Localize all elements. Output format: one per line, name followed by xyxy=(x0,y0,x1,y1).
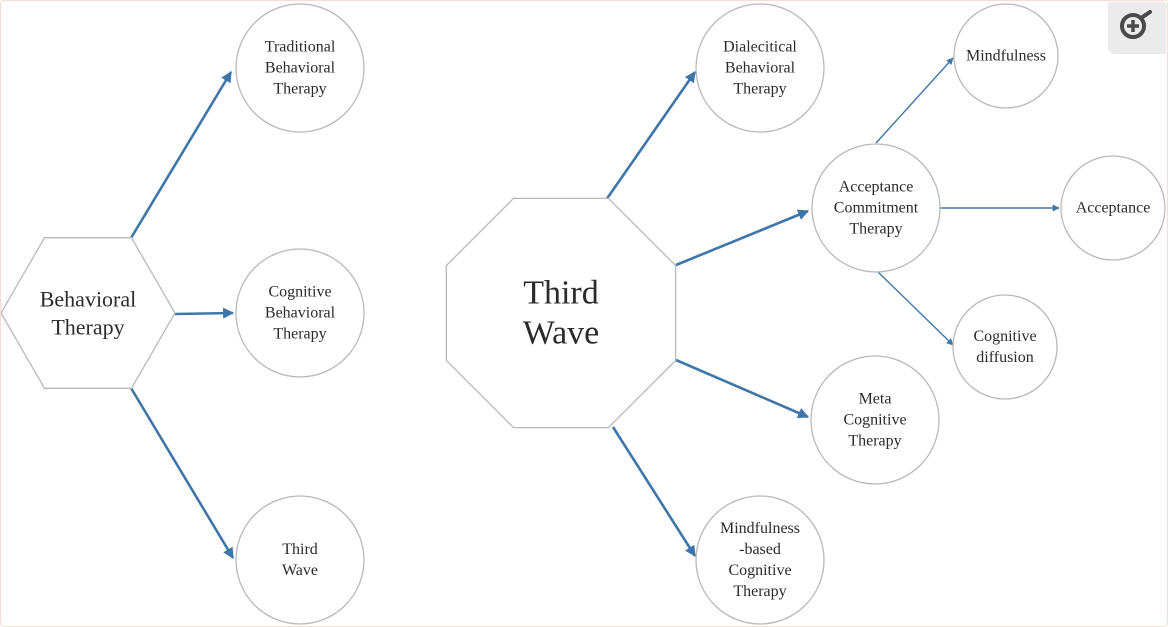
node-label: Cognitive xyxy=(843,412,906,429)
node-label: Therapy xyxy=(273,326,326,343)
node-shape xyxy=(235,248,365,378)
node-shape xyxy=(235,3,365,133)
node-shape xyxy=(445,197,677,429)
node-label: Therapy xyxy=(848,433,901,450)
edge-behavioral_therapy-to-third_wave_small xyxy=(129,387,235,559)
node-label: Mindfulness xyxy=(966,48,1046,65)
node-label: Dialecitical xyxy=(723,39,797,56)
node-shape xyxy=(952,294,1058,400)
node-shape xyxy=(0,237,176,389)
node-label: Therapy xyxy=(849,221,902,238)
node-label: Cognitive xyxy=(728,562,791,579)
node-mindfulness: Mindfulness xyxy=(953,3,1059,109)
edge-acceptance_commitment_therapy-to-cognitive_diffusion xyxy=(877,271,954,346)
node-label: diffusion xyxy=(976,349,1033,366)
node-label: Cognitive xyxy=(268,284,331,301)
nodes-layer: BehavioralTherapyTraditionalBehavioralTh… xyxy=(0,3,1166,625)
node-label: Therapy xyxy=(51,315,124,340)
node-label: Wave xyxy=(523,315,600,352)
edge-third_wave-to-mindfulness_based_cognitive_therapy xyxy=(611,426,697,557)
node-label: Wave xyxy=(282,562,318,579)
node-shape xyxy=(810,355,940,485)
zoom-in-icon xyxy=(1120,10,1152,39)
node-label: Therapy xyxy=(273,81,326,98)
node-label: Third xyxy=(523,275,599,312)
node-cognitive-diffusion: Cognitive diffusion xyxy=(952,294,1058,400)
node-shape xyxy=(811,143,941,273)
node-label: Cognitive xyxy=(973,328,1036,345)
edges-layer xyxy=(129,57,1060,559)
edge-third_wave-to-meta_cognitive_therapy xyxy=(675,358,810,419)
edge-acceptance_commitment_therapy-to-mindfulness xyxy=(875,57,954,144)
edge-third_wave-to-dialectical_behavioral_therapy xyxy=(604,71,697,201)
edge-third_wave-to-acceptance_commitment_therapy xyxy=(675,209,810,267)
node-shape xyxy=(695,495,825,625)
node-label: Behavioral xyxy=(265,305,336,322)
node-label: Therapy xyxy=(733,583,786,600)
node-label: Behavioral xyxy=(265,60,336,77)
node-shape xyxy=(235,495,365,625)
node-shape xyxy=(695,3,825,133)
node-label: Behavioral xyxy=(40,287,137,312)
node-label: Traditional xyxy=(265,39,336,56)
node-shape xyxy=(1060,155,1166,261)
node-shape xyxy=(953,3,1059,109)
node-label: Behavioral xyxy=(725,60,796,77)
node-label: Mindfulness xyxy=(720,520,800,537)
edge-behavioral_therapy-to-cognitive_behavioral_therapy xyxy=(174,307,235,319)
node-label: Third xyxy=(282,541,318,558)
node-label: Therapy xyxy=(733,81,786,98)
node-label: -based xyxy=(739,541,781,558)
edge-behavioral_therapy-to-traditional_behavioral_therapy xyxy=(129,71,233,239)
node-label: Commitment xyxy=(834,200,919,217)
zoom-button[interactable] xyxy=(1108,2,1166,54)
node-label: Acceptance xyxy=(1076,200,1151,217)
node-label: Meta xyxy=(859,391,892,408)
node-label: Acceptance xyxy=(839,179,914,196)
node-acceptance: Acceptance xyxy=(1060,155,1166,261)
